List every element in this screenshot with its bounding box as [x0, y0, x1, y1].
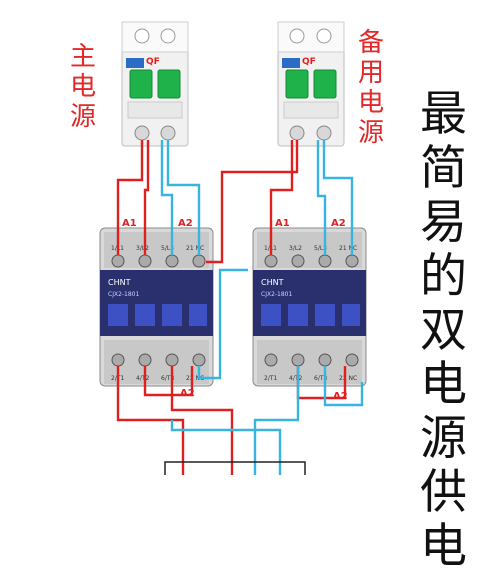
- label-a2-bottom-left: A2: [180, 388, 195, 399]
- blue-wires: [160, 140, 364, 475]
- svg-text:22 NC: 22 NC: [186, 375, 204, 382]
- backup-breaker: QF: [277, 21, 345, 147]
- main-power-char-1: 主: [70, 42, 97, 72]
- bottom-enclosure: [164, 461, 306, 475]
- contactor-right-model: CJX2-1801: [261, 291, 293, 298]
- contactor-left-brand: CHNT: [108, 278, 131, 287]
- label-a2-right: A2: [331, 218, 346, 229]
- backup-power-char-2: 用: [358, 58, 385, 88]
- label-a1-right: A1: [275, 218, 290, 229]
- wiring-diagram: QF QF 1/L1 3/L2 5/L3 21 NC CHNT CJX2-180…: [99, 21, 367, 475]
- page-title: 最 简 易 的 双 电 源 供 电: [420, 88, 467, 574]
- contactor-left: 1/L1 3/L2 5/L3 21 NC CHNT CJX2-1801 2/T1…: [99, 227, 214, 387]
- svg-text:21 NC: 21 NC: [186, 245, 204, 252]
- backup-power-label: 备 用 电 源: [358, 28, 384, 148]
- svg-text:3/L2: 3/L2: [136, 245, 149, 252]
- svg-text:5/L3: 5/L3: [314, 245, 327, 252]
- main-power-char-2: 电: [70, 72, 97, 102]
- backup-power-char-3: 电: [358, 88, 385, 118]
- title-char-3: 易: [420, 195, 467, 250]
- main-power-char-3: 源: [70, 102, 97, 132]
- backup-power-char-1: 备: [358, 28, 385, 58]
- label-a2-bottom-right: A2: [333, 391, 348, 402]
- contactor-right-brand: CHNT: [261, 278, 284, 287]
- svg-text:6/T3: 6/T3: [161, 375, 175, 382]
- title-char-1: 最: [420, 87, 467, 142]
- svg-text:2/T1: 2/T1: [264, 375, 278, 382]
- red-wires: [116, 140, 347, 475]
- backup-power-char-4: 源: [358, 118, 385, 148]
- label-a1-left: A1: [122, 218, 137, 229]
- svg-text:3/L2: 3/L2: [289, 245, 302, 252]
- title-char-6: 电: [420, 357, 467, 412]
- svg-text:5/L3: 5/L3: [161, 245, 174, 252]
- contactor-right: 1/L1 3/L2 5/L3 21 NC CHNT CJX2-1801 2/T1…: [252, 227, 367, 387]
- title-char-2: 简: [420, 141, 467, 196]
- main-breaker: QF: [121, 21, 189, 147]
- svg-text:6/T3: 6/T3: [314, 375, 328, 382]
- title-char-9: 电: [420, 519, 467, 574]
- contactor-left-model: CJX2-1801: [108, 291, 140, 298]
- backup-breaker-qf-label: QF: [302, 57, 316, 67]
- main-power-label: 主 电 源: [70, 42, 96, 132]
- svg-text:21 NC: 21 NC: [339, 245, 357, 252]
- title-char-7: 源: [420, 411, 467, 466]
- svg-text:4/T2: 4/T2: [289, 375, 303, 382]
- label-a2-left: A2: [178, 218, 193, 229]
- title-char-4: 的: [420, 249, 467, 304]
- main-breaker-qf-label: QF: [146, 57, 160, 67]
- title-char-8: 供: [420, 465, 467, 520]
- title-char-5: 双: [420, 303, 467, 358]
- svg-text:4/T2: 4/T2: [136, 375, 150, 382]
- svg-text:22 NC: 22 NC: [339, 375, 357, 382]
